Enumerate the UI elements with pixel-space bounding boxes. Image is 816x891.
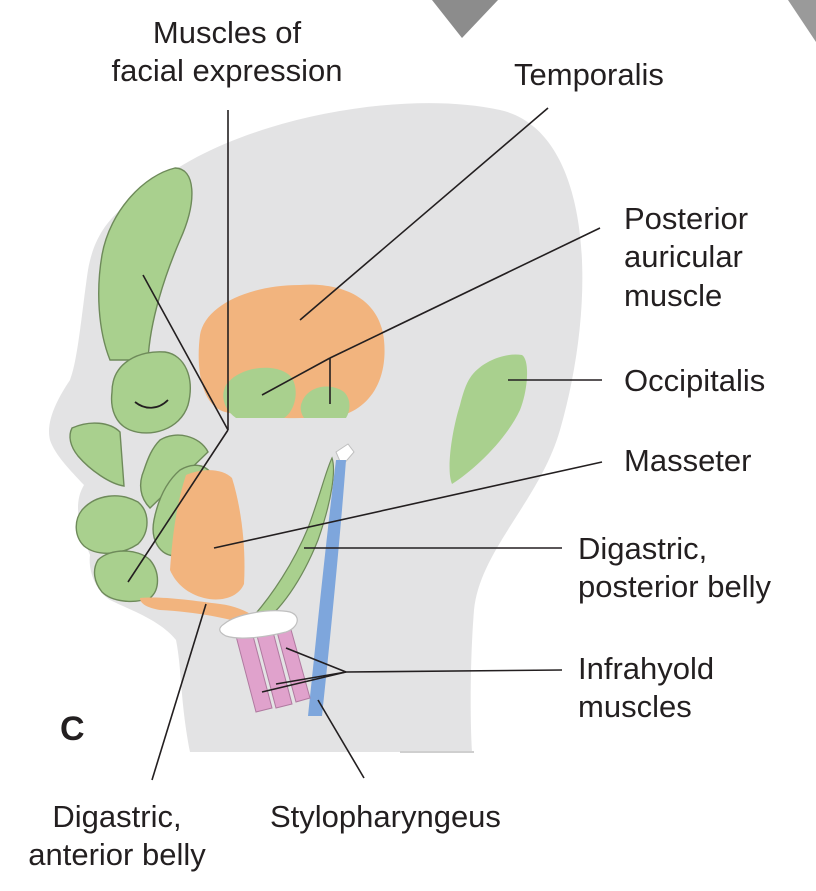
stylopharyngeus-muscle — [308, 460, 346, 716]
label-occipitalis: Occipitalis — [624, 363, 766, 398]
leader-infrahyoid-1 — [285, 647, 347, 673]
leader-infrahyoid-trunk — [345, 669, 563, 673]
posterior-auricular-muscle-left — [223, 367, 296, 418]
posterior-auricular-muscle-right — [300, 386, 350, 418]
label-infrahyoid: Infrahyold muscles — [578, 651, 715, 725]
mentalis-muscle — [93, 550, 159, 603]
label-temporalis: Temporalis — [514, 57, 664, 92]
masseter-muscle — [170, 470, 245, 600]
top-right-arc-fragment — [788, 0, 816, 42]
leader-lines — [127, 107, 603, 781]
panel-letter: C — [60, 710, 85, 748]
label-posterior-auricular: Posterior auricular muscle — [624, 201, 749, 313]
top-arrow-fragment — [432, 0, 498, 38]
leader-facial-frontalis — [142, 274, 229, 431]
orbicularis-oris-muscle — [75, 495, 148, 554]
head-silhouette — [49, 103, 583, 752]
label-muscles-facial-expression: Muscles of facial expression — [111, 15, 343, 89]
leader-post-aur-left — [261, 357, 331, 396]
leader-digastric-anterior — [151, 603, 207, 781]
label-masseter: Masseter — [624, 443, 752, 478]
frontalis-muscle — [98, 167, 193, 361]
eye-line — [134, 399, 169, 409]
leader-infrahyoid-3 — [261, 671, 347, 693]
leader-masseter — [213, 461, 603, 549]
leader-posterior-auricular — [329, 227, 601, 359]
zygomatic-muscles — [139, 434, 209, 509]
orbicularis-oculi-muscle — [110, 351, 191, 434]
leader-facial-mentalis — [127, 429, 229, 583]
label-stylopharyngeus: Stylopharyngeus — [270, 799, 501, 834]
nasal-muscle — [69, 422, 125, 487]
label-digastric-posterior: Digastric, posterior belly — [578, 531, 771, 605]
leader-stylopharyngeus — [317, 699, 365, 779]
digastric-anterior-belly — [140, 597, 258, 626]
hyoid-bone — [219, 610, 298, 639]
label-digastric-anterior: Digastric, anterior belly — [28, 799, 206, 873]
occipitalis-muscle — [449, 354, 528, 484]
leader-temporalis — [299, 107, 549, 321]
